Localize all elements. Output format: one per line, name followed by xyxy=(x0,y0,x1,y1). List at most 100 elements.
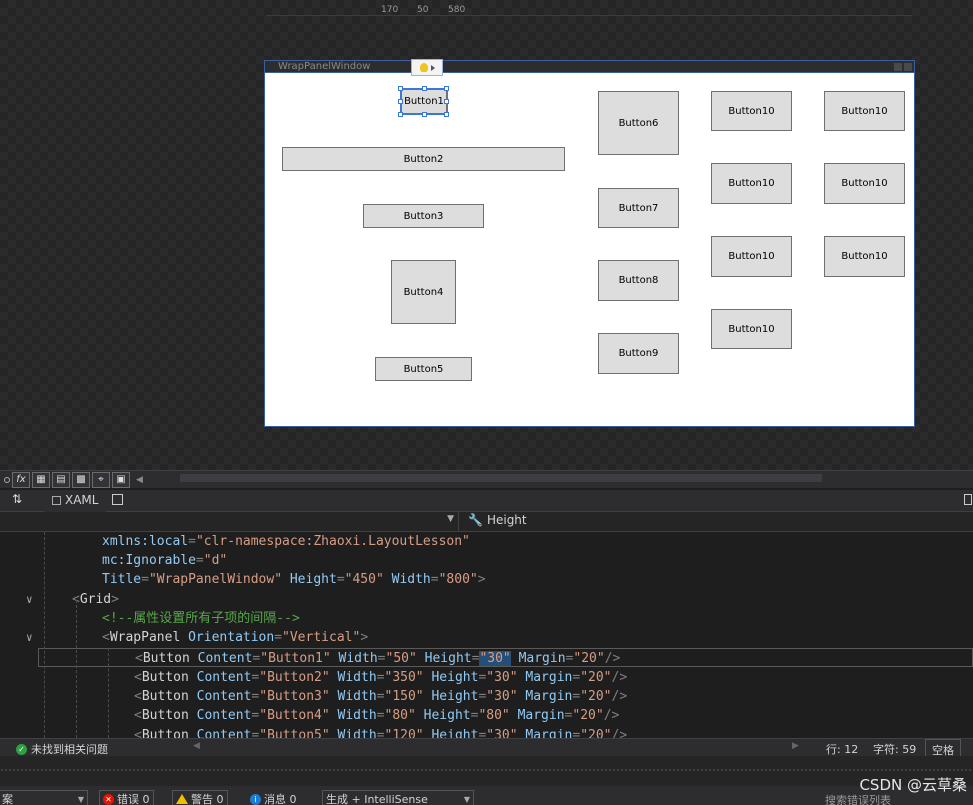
wpf-button-3[interactable]: Button3 xyxy=(363,204,484,228)
wpf-button-label: Button3 xyxy=(403,210,444,222)
line-number[interactable]: 行: 12 xyxy=(826,743,859,756)
code-token: Height xyxy=(431,670,479,685)
char-number[interactable]: 字符: 59 xyxy=(873,743,917,756)
effects-toggle-button[interactable]: fx xyxy=(12,471,30,488)
property-name: Height xyxy=(486,513,527,527)
wpf-button-1[interactable]: Button1 xyxy=(400,88,448,115)
wpf-button-label: Button9 xyxy=(618,348,659,359)
wpf-button-10[interactable]: Button10 xyxy=(711,91,792,131)
swap-panes-icon[interactable]: ⇅ xyxy=(12,492,23,506)
code-token: "Button3" xyxy=(259,689,330,704)
resize-handle[interactable] xyxy=(422,112,427,117)
wpf-button-label: Button7 xyxy=(618,202,659,214)
wpf-button-label: Button5 xyxy=(403,363,444,375)
split-view-icon[interactable] xyxy=(964,494,972,505)
code-token: "Button1" xyxy=(260,651,331,666)
wpf-button-10[interactable]: Button10 xyxy=(711,236,792,277)
xaml-editor[interactable]: xmlns:local="clr-namespace:Zhaoxi.Layout… xyxy=(0,532,973,738)
warnings-count: 警告 0 xyxy=(191,793,224,805)
ruler-mark: 50 xyxy=(417,5,429,15)
scroll-right-icon[interactable]: ▶ xyxy=(792,741,799,751)
code-token: "150" xyxy=(384,689,424,704)
code-line-current: <Button Content="Button1" Width="50" Hei… xyxy=(38,648,973,667)
code-token: Margin xyxy=(525,728,573,738)
code-token: Content xyxy=(197,651,253,666)
code-token: "30" xyxy=(486,670,518,685)
code-token: "20" xyxy=(573,651,605,666)
code-token: Content xyxy=(196,689,252,704)
check-icon: ✓ xyxy=(16,743,27,755)
refresh-icon[interactable] xyxy=(4,476,10,483)
indent-guide xyxy=(108,648,109,738)
issues-indicator[interactable]: ✓ 未找到相关问题 xyxy=(16,741,108,757)
code-token: Height xyxy=(424,651,472,666)
build-source-dropdown[interactable]: 生成 + IntelliSense ▼ xyxy=(322,790,474,805)
wpf-button-10[interactable]: Button10 xyxy=(824,163,905,204)
error-icon: ✕ xyxy=(103,793,114,805)
messages-count: 消息 0 xyxy=(264,793,297,805)
solution-scope-dropdown[interactable]: 案 ▼ xyxy=(0,790,88,805)
code-line: ∨<Grid> xyxy=(26,592,119,607)
resize-handle[interactable] xyxy=(398,86,403,91)
scroll-left-icon[interactable]: ◀ xyxy=(136,474,143,485)
wpf-button-5[interactable]: Button5 xyxy=(375,357,472,381)
tab-xaml-label: XAML xyxy=(65,493,99,507)
wpf-button-4[interactable]: Button4 xyxy=(391,260,456,324)
grid-toggle-icon[interactable]: ▦ xyxy=(32,471,50,488)
tab-xaml[interactable]: XAML xyxy=(44,490,107,512)
resize-handle[interactable] xyxy=(398,112,403,117)
wpf-button-10[interactable]: Button10 xyxy=(824,91,905,131)
splitter-grip xyxy=(0,768,973,772)
whitespace-mode[interactable]: 空格 xyxy=(925,739,961,757)
code-token: "clr-namespace:Zhaoxi.LayoutLesson" xyxy=(195,534,470,549)
ruler-mark: 580 xyxy=(448,5,466,15)
code-token: Width xyxy=(391,572,431,587)
resize-handle[interactable] xyxy=(444,86,449,91)
wpf-button-10[interactable]: Button10 xyxy=(711,163,792,204)
wpf-button-2[interactable]: Button2 xyxy=(282,147,565,171)
wpf-button-8[interactable]: Button8 xyxy=(598,260,679,301)
selected-text[interactable]: 30 xyxy=(487,651,503,666)
popout-icon[interactable] xyxy=(112,494,123,505)
wpf-button-10[interactable]: Button10 xyxy=(824,236,905,277)
code-token: Orientation xyxy=(188,630,275,645)
code-token: "30" xyxy=(486,728,518,738)
quick-actions-button[interactable] xyxy=(411,59,443,76)
checkerboard-icon[interactable]: ▩ xyxy=(72,471,90,488)
messages-filter-button[interactable]: i 消息 0 xyxy=(246,790,301,805)
code-token: Button xyxy=(142,651,190,666)
wpf-button-label: Button10 xyxy=(841,105,888,117)
resize-handle[interactable] xyxy=(398,99,403,104)
code-token: Content xyxy=(196,670,252,685)
resize-handle[interactable] xyxy=(444,112,449,117)
wpf-button-9[interactable]: Button9 xyxy=(598,333,679,374)
warnings-filter-button[interactable]: 警告 0 xyxy=(172,790,228,805)
fold-toggle-icon[interactable]: ∨ xyxy=(26,631,33,644)
collapse-pane-icon[interactable] xyxy=(52,495,61,505)
scroll-left-icon[interactable]: ◀ xyxy=(193,741,200,751)
resize-handle[interactable] xyxy=(422,86,427,91)
wrench-icon: 🔧 xyxy=(468,513,483,527)
resize-handle[interactable] xyxy=(444,99,449,104)
errors-filter-button[interactable]: ✕ 错误 0 xyxy=(99,790,154,805)
wpf-button-label: Button10 xyxy=(728,178,775,189)
snap-icon[interactable]: ⌖ xyxy=(92,471,110,488)
ruler-mark: 170 xyxy=(381,5,399,15)
code-token: Content xyxy=(196,708,252,723)
element-dropdown[interactable]: ▼ xyxy=(0,512,459,531)
property-dropdown[interactable]: 🔧 Height xyxy=(468,513,527,527)
designer-window[interactable]: WrapPanelWindow Button1 Button2 Button3 xyxy=(264,59,915,427)
wpf-button-7[interactable]: Button7 xyxy=(598,188,679,228)
error-search-input[interactable]: 搜索错误列表 xyxy=(825,794,891,805)
device-preview-icon[interactable]: ▣ xyxy=(112,471,130,488)
fold-toggle-icon[interactable]: ∨ xyxy=(26,593,33,606)
design-surface[interactable]: 170 50 580 WrapPanelWindow Button1 Butt xyxy=(0,0,973,470)
splitter[interactable] xyxy=(0,756,973,786)
code-token: Width xyxy=(337,708,377,723)
gridlines-icon[interactable]: ▤ xyxy=(52,471,70,488)
wpf-button-10[interactable]: Button10 xyxy=(711,309,792,349)
code-token: Width xyxy=(337,728,377,738)
horizontal-scrollbar[interactable] xyxy=(180,474,822,482)
code-token: "800" xyxy=(438,572,478,587)
wpf-button-6[interactable]: Button6 xyxy=(598,91,679,155)
